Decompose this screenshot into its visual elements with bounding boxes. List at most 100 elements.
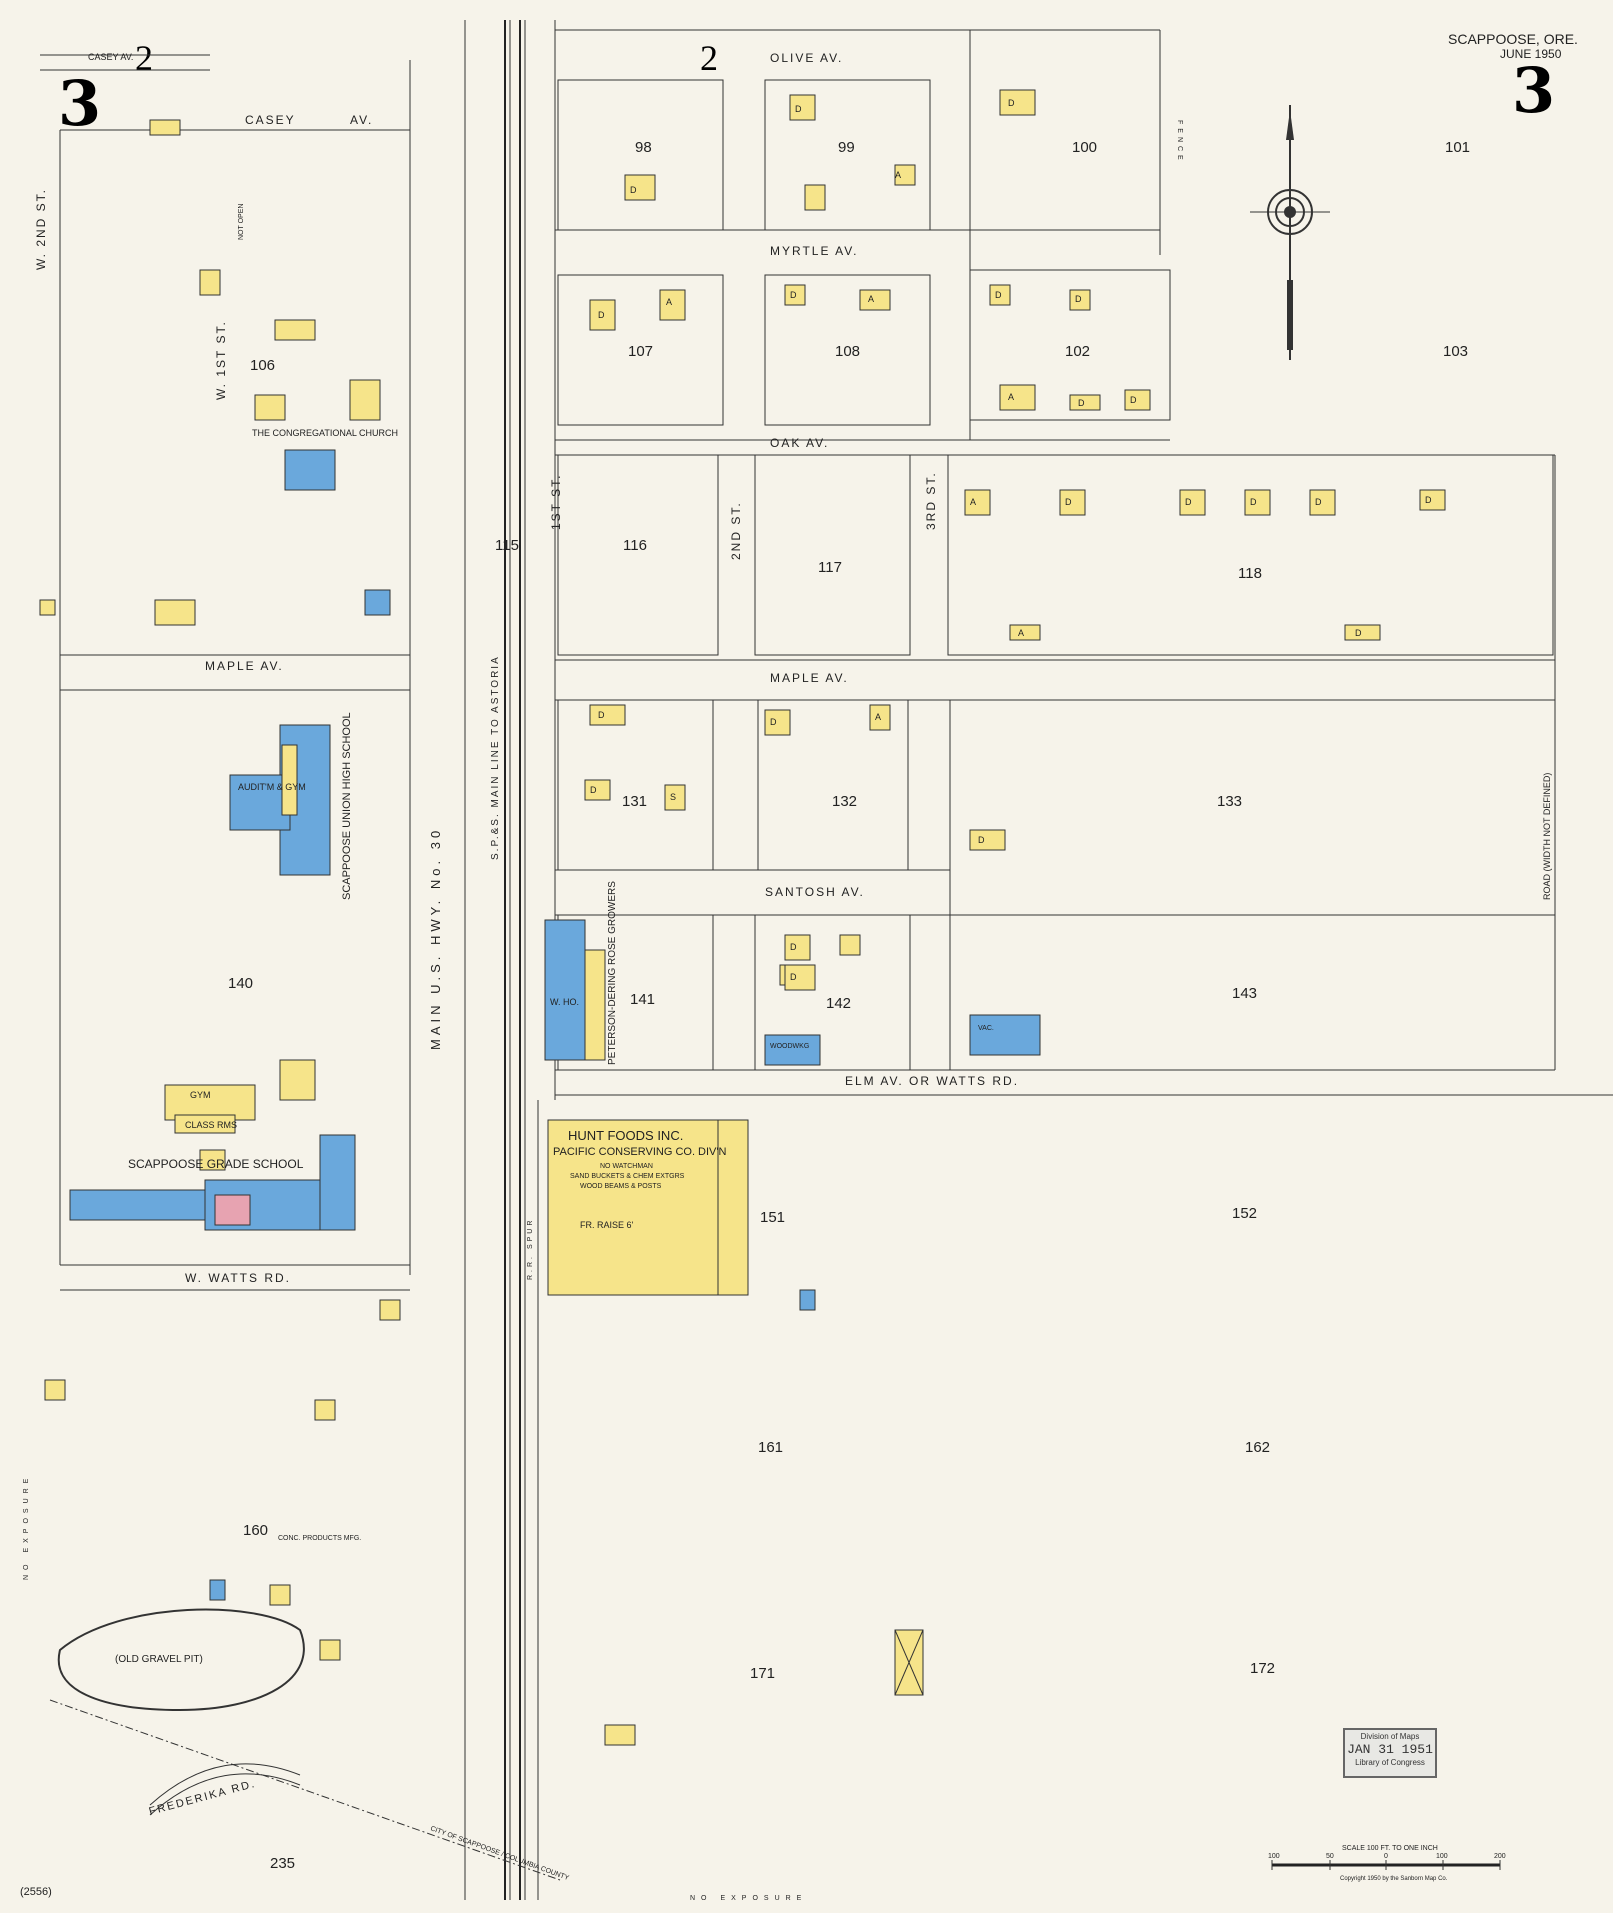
hunt-foods-extinguisher-note: SAND BUCKETS & CHEM EXTGRS	[570, 1173, 685, 1180]
block-103: 103	[1443, 343, 1468, 360]
stamp-line-1: Division of Maps	[1360, 1732, 1420, 1741]
block-160: 160	[243, 1522, 268, 1539]
woodworking-label: WOODWKG	[770, 1043, 809, 1050]
bldg-mark: A	[895, 170, 901, 180]
grade-school-label: SCAPPOOSE GRADE SCHOOL	[128, 1157, 304, 1171]
building-marks: D D A D D A D A D D A D D A D D D D D A …	[590, 98, 1432, 982]
hunt-foods-label: HUNT FOODS INC.	[568, 1128, 683, 1143]
scale-tick: 100	[1436, 1853, 1448, 1860]
warehouse-label: W. HO.	[550, 997, 579, 1007]
bldg-mark: D	[790, 290, 797, 300]
3rd-st-label: 3RD ST.	[924, 471, 938, 530]
sheet-number-left: 3	[58, 67, 101, 140]
bldg-mark: A	[666, 297, 672, 307]
bldg-mark: D	[770, 717, 777, 727]
casey-ave-suffix: AV.	[350, 113, 373, 127]
highway-label: MAIN U.S. HWY. No. 30	[428, 827, 443, 1050]
hunt-foods-building	[547, 1119, 719, 1296]
north-arrow-icon	[1250, 105, 1330, 360]
elm-ave-label: ELM AV. OR WATTS RD.	[845, 1074, 1019, 1088]
vacant-lot	[894, 1629, 924, 1696]
block-142: 142	[826, 995, 851, 1012]
block-152: 152	[1232, 1205, 1257, 1222]
scale-tick: 50	[1326, 1853, 1334, 1860]
church-label: THE CONGREGATIONAL CHURCH	[252, 428, 398, 438]
bldg-mark: D	[995, 290, 1002, 300]
spur-label: R.R. SPUR	[527, 1218, 534, 1280]
block-99: 99	[838, 139, 855, 156]
block-162: 162	[1245, 1439, 1270, 1456]
casey-ave-top-label: CASEY AV.	[88, 52, 133, 62]
warehouse-building	[544, 919, 586, 1061]
block-132: 132	[832, 793, 857, 810]
olive-ave-label: OLIVE AV.	[770, 51, 843, 65]
block-133: 133	[1217, 793, 1242, 810]
block-171: 171	[750, 1665, 775, 1682]
bldg-mark: D	[1250, 497, 1257, 507]
block-101: 101	[1445, 139, 1470, 156]
block-172: 172	[1250, 1660, 1275, 1677]
w-1st-st-label: W. 1ST ST.	[214, 320, 228, 400]
block-141: 141	[630, 991, 655, 1008]
bldg-mark: D	[1130, 395, 1137, 405]
woodworking-building	[764, 1034, 821, 1066]
stamp-date: JAN 31 1951	[1347, 1742, 1433, 1757]
place-title: SCAPPOOSE, ORE.	[1448, 31, 1578, 47]
railroad-label: S.P.&S. MAIN LINE TO ASTORIA	[490, 655, 501, 860]
block-235: 235	[270, 1855, 295, 1872]
road-label: ROAD (WIDTH NOT DEFINED)	[1542, 773, 1552, 900]
bldg-mark: D	[1425, 495, 1432, 505]
blue-building	[364, 589, 391, 616]
high-school-building	[229, 724, 331, 876]
1st-st-label: 1ST ST.	[549, 474, 563, 530]
bldg-mark: D	[1008, 98, 1015, 108]
block-151: 151	[760, 1209, 785, 1226]
bldg-mark: D	[590, 785, 597, 795]
gravel-pit-label: (OLD GRAVEL PIT)	[115, 1654, 203, 1665]
fence-label: FENCE	[1176, 120, 1183, 164]
block-108: 108	[835, 343, 860, 360]
bldg-mark: D	[1065, 497, 1072, 507]
warehouse-frame-annex	[584, 949, 606, 1061]
scale-tick: 0	[1384, 1853, 1388, 1860]
w-2nd-st-label: W. 2ND ST.	[34, 188, 48, 270]
auditorium-label: AUDIT'M & GYM	[238, 782, 306, 792]
not-open-label: NOT OPEN	[238, 204, 245, 240]
block-131: 131	[622, 793, 647, 810]
high-school-label: SCAPPOOSE UNION HIGH SCHOOL	[341, 712, 353, 900]
block-115: 115	[495, 537, 519, 554]
2nd-st-label: 2ND ST.	[729, 501, 743, 560]
conc-products-label: CONC. PRODUCTS MFG.	[278, 1535, 361, 1542]
no-exposure-bottom: NO EXPOSURE	[690, 1895, 807, 1902]
block-116: 116	[623, 537, 647, 554]
bldg-mark: D	[1078, 398, 1085, 408]
small-brick-building	[799, 1289, 816, 1311]
hunt-foods-watchman-note: NO WATCHMAN	[600, 1163, 653, 1170]
adjacent-sheet-top-mid: 2	[700, 38, 718, 78]
scale-tick: 100	[1268, 1853, 1280, 1860]
block-161: 161	[758, 1439, 783, 1456]
scale-bar: SCALE 100 FT. TO ONE INCH 100 50 0 100 2…	[1268, 1845, 1506, 1882]
no-exposure-left: NO EXPOSURE	[23, 1474, 30, 1580]
bldg-mark: A	[970, 497, 976, 507]
church-building	[284, 449, 336, 491]
block-107: 107	[628, 343, 653, 360]
hunt-foods-construction-note: WOOD BEAMS & POSTS	[580, 1183, 662, 1190]
bldg-mark: D	[790, 942, 797, 952]
block-118: 118	[1238, 565, 1262, 582]
floor-raise-label: FR. RAISE 6'	[580, 1220, 634, 1230]
santosh-ave-label: SANTOSH AV.	[765, 885, 865, 899]
map-date: JUNE 1950	[1500, 47, 1562, 61]
peterson-label: PETERSON-DERING ROSE GROWERS	[607, 881, 618, 1065]
block-102: 102	[1065, 343, 1090, 360]
bldg-mark: D	[795, 104, 802, 114]
gym-label: GYM	[190, 1090, 211, 1100]
block-100: 100	[1072, 139, 1097, 156]
block-117: 117	[818, 559, 842, 576]
railroad-tracks	[504, 20, 539, 1900]
bldg-mark: S	[670, 792, 676, 802]
block-143: 143	[1232, 985, 1257, 1002]
bldg-mark: A	[1008, 392, 1014, 402]
pacific-conserving-label: PACIFIC CONSERVING CO. DIV'N	[553, 1146, 726, 1158]
